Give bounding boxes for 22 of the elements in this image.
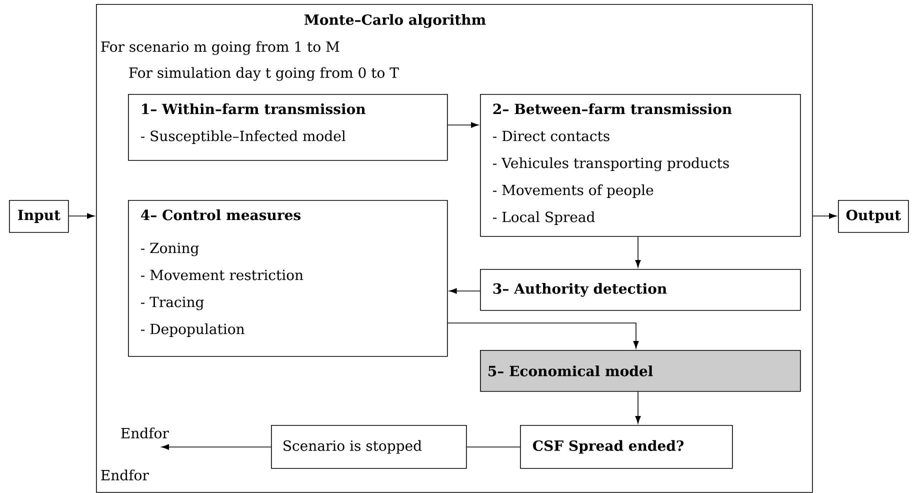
process-box: 2– Between–farm transmission - Direct contacts - Vehicules transporting products - Movements of people - Local Spread	[480, 94, 801, 237]
io-box: Input	[9, 200, 69, 233]
loop-label: For scenario m going from 1 to M	[101, 41, 340, 55]
process-box: 1– Within–farm transmission - Susceptible–Infected model	[128, 94, 448, 161]
decision-box: CSF Spread ended?	[520, 425, 733, 469]
loop-end-label: Endfor	[121, 428, 169, 438]
io-box: Output	[838, 200, 909, 233]
arrow	[68, 213, 95, 219]
arrow	[449, 288, 480, 294]
arrow	[635, 236, 641, 268]
loop-end-label: Endfor	[101, 470, 149, 480]
process-box: 4– Control measures - Zoning - Movement restriction - Tracing - Depopulation	[128, 200, 448, 357]
process-box: 3– Authority detection	[480, 269, 801, 311]
process-box: Scenario is stopped	[271, 425, 467, 469]
arrow	[161, 444, 272, 450]
arrow	[447, 322, 639, 349]
frame-title: Monte–Carlo algorithm	[304, 14, 486, 28]
process-box: 5– Economical model	[480, 350, 801, 392]
arrow	[635, 391, 641, 424]
arrow	[812, 213, 837, 219]
loop-label: For simulation day t going from 0 to T	[129, 67, 399, 81]
arrow	[447, 122, 479, 128]
